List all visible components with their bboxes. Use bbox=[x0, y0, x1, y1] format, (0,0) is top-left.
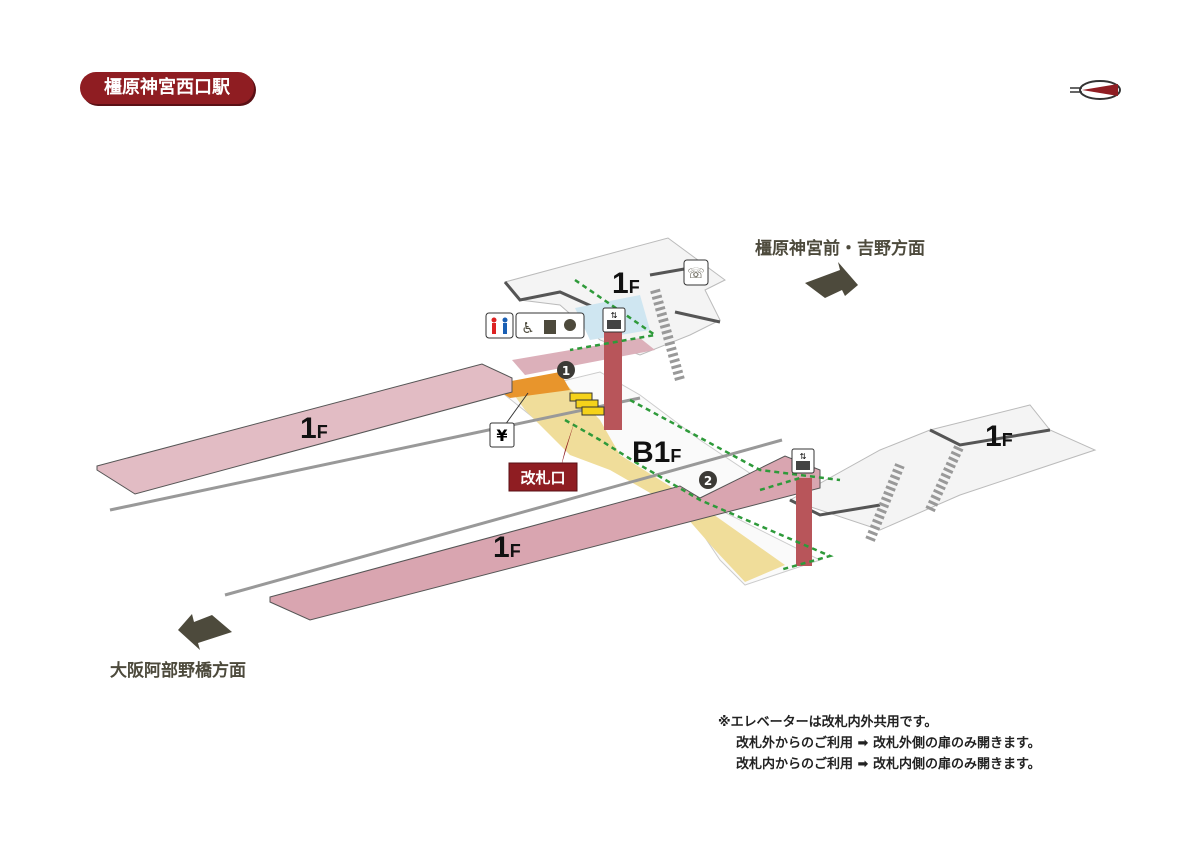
svg-text:⇅: ⇅ bbox=[800, 452, 807, 461]
right-building-1f bbox=[788, 404, 1097, 542]
direction-east-label: 橿原神宮前・吉野方面 bbox=[755, 239, 925, 259]
ostomate-icon bbox=[544, 320, 556, 334]
note-line: ※エレベーターは改札内外共用です。 bbox=[718, 715, 938, 730]
accessible-route bbox=[564, 278, 841, 572]
baby-care-icon bbox=[564, 319, 576, 331]
wheelchair-icon: ♿ bbox=[521, 319, 534, 337]
ticket-gate-icon bbox=[569, 392, 605, 416]
telephone-icon: ☏ bbox=[683, 259, 709, 286]
accessibility-icons: ♿ bbox=[515, 312, 585, 339]
restroom-icon bbox=[485, 312, 514, 339]
note-line: 改札内からのご利用 ➡ 改札内側の扉のみ開きます。 bbox=[736, 757, 1041, 772]
floor-label-right: 1F bbox=[985, 420, 1013, 453]
upper-building-1f bbox=[503, 237, 726, 382]
exit-1-marker[interactable]: 1 bbox=[557, 361, 575, 379]
svg-text:¥: ¥ bbox=[496, 426, 507, 445]
note-line: 改札外からのご利用 ➡ 改札外側の扉のみ開きます。 bbox=[736, 736, 1041, 751]
svg-text:⇅: ⇅ bbox=[611, 311, 618, 320]
elevator-shaft bbox=[796, 478, 812, 566]
rail-line bbox=[109, 396, 641, 512]
direction-west-label: 大阪阿部野橋方面 bbox=[110, 661, 246, 681]
left-platform bbox=[96, 363, 513, 495]
elevator-shaft bbox=[604, 330, 622, 430]
svg-text:改札口: 改札口 bbox=[520, 469, 565, 487]
svg-text:2: 2 bbox=[704, 474, 712, 488]
arrow-west-icon bbox=[178, 614, 232, 650]
ticket-gate-label: 改札口 bbox=[508, 462, 578, 492]
ticket-machine-icon: ¥ bbox=[489, 392, 529, 448]
upper-platform-part bbox=[512, 338, 655, 375]
floor-label-upper: 1F bbox=[612, 267, 640, 300]
arrow-east-icon bbox=[805, 262, 858, 298]
station-title: 橿原神宮西口駅 bbox=[80, 72, 254, 104]
elevator-notes: ※エレベーターは改札内外共用です。 改札外からのご利用 ➡ 改札外側の扉のみ開き… bbox=[718, 712, 1041, 775]
rail-line bbox=[224, 438, 783, 597]
north-arrow-icon bbox=[1070, 80, 1121, 100]
floor-label-lower-platform: 1F bbox=[493, 531, 521, 564]
floor-label-left-platform: 1F bbox=[300, 412, 328, 445]
floor-label-concourse: B1F bbox=[632, 436, 681, 469]
elevator-icon: ⇅ bbox=[602, 307, 626, 333]
elevator-icon: ⇅ bbox=[791, 448, 815, 474]
lower-platform bbox=[269, 455, 821, 621]
svg-text:1: 1 bbox=[562, 364, 570, 378]
svg-text:☏: ☏ bbox=[687, 266, 705, 282]
exit-2-marker[interactable]: 2 bbox=[699, 471, 717, 489]
